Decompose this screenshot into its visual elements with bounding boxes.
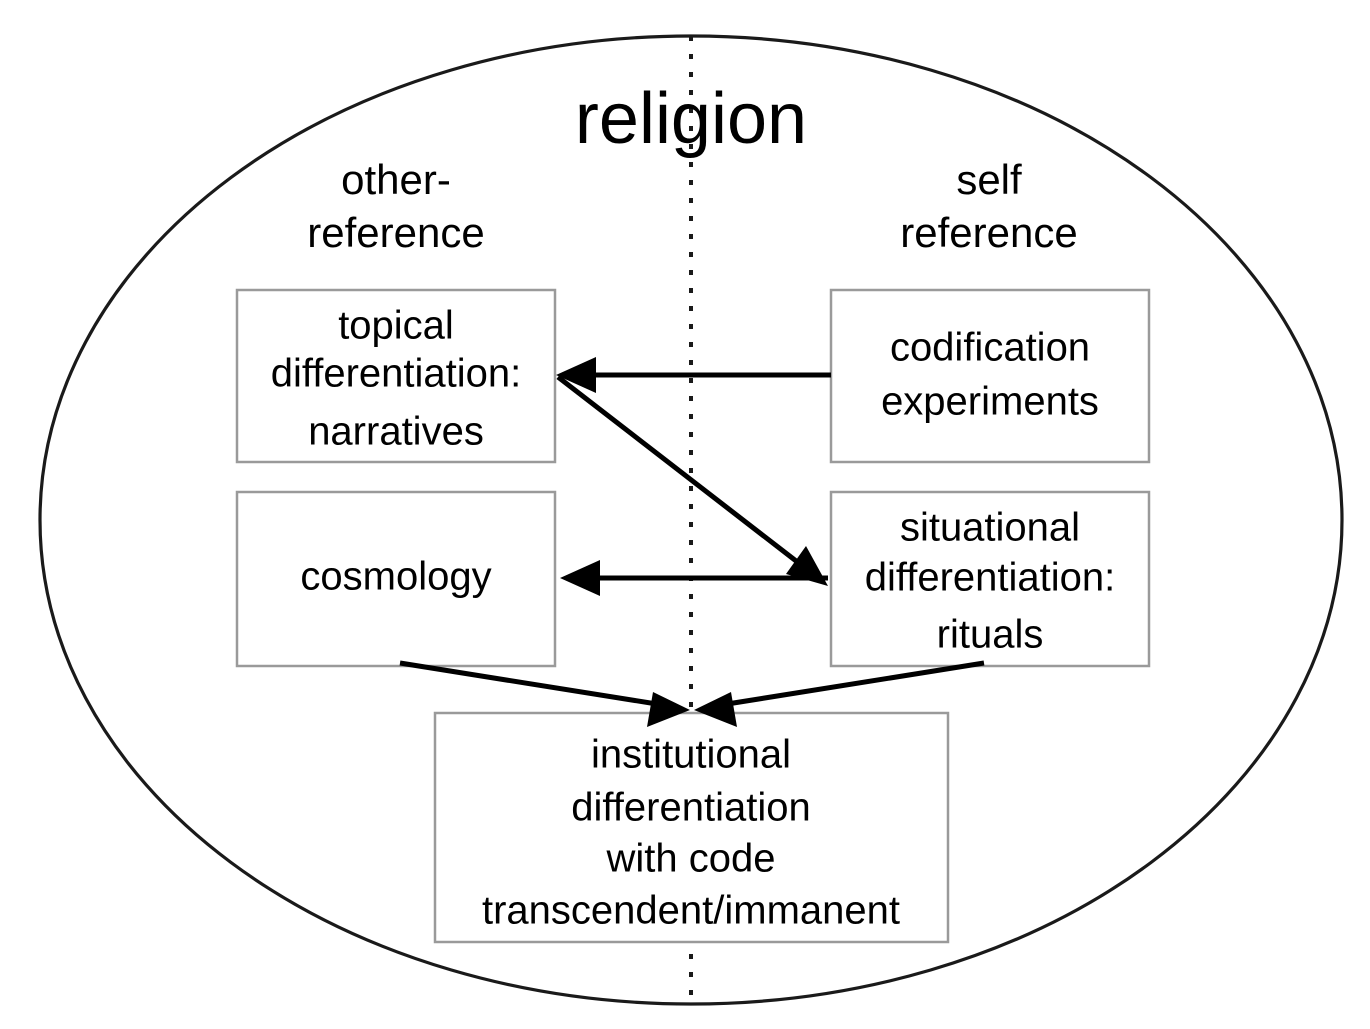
side-label-other-reference-line2: reference xyxy=(307,209,484,256)
node-box-cosmology[interactable] xyxy=(235,490,557,668)
edge-codification-to-topical xyxy=(556,357,831,393)
node-codification-line2: experiments xyxy=(881,380,1099,424)
node-box-codification-experiments[interactable] xyxy=(829,288,1151,464)
node-box-situational-differentiation[interactable] xyxy=(829,490,1151,668)
node-institutional-line3: with code xyxy=(606,837,776,881)
node-codification-line1: codification xyxy=(890,326,1090,370)
edge-situational-to-institutional xyxy=(694,660,985,727)
node-situational-line2: differentiation: xyxy=(865,556,1116,600)
node-situational-line1: situational xyxy=(900,506,1080,550)
edge-topical-to-situational xyxy=(556,375,828,586)
node-topical-line3: narratives xyxy=(308,410,484,454)
side-label-self-reference-line2: reference xyxy=(900,209,1077,256)
edge-situational-to-cosmology xyxy=(560,560,828,596)
node-topical-line2: differentiation: xyxy=(271,352,522,396)
node-box-institutional-differentiation[interactable] xyxy=(433,711,950,944)
node-situational-line3: rituals xyxy=(937,613,1044,657)
node-institutional-line2: differentiation xyxy=(571,786,810,830)
node-cosmology-line1: cosmology xyxy=(300,555,491,599)
side-label-self-reference-line1: self xyxy=(956,156,1022,203)
diagram-title: religion xyxy=(575,79,807,159)
side-label-other-reference-line1: other- xyxy=(341,156,451,203)
node-institutional-line4: transcendent/immanent xyxy=(482,889,900,933)
edge-cosmology-to-institutional xyxy=(399,660,690,727)
node-box-topical-differentiation[interactable] xyxy=(235,288,557,464)
node-institutional-line1: institutional xyxy=(591,733,791,777)
node-topical-line1: topical xyxy=(338,304,454,348)
